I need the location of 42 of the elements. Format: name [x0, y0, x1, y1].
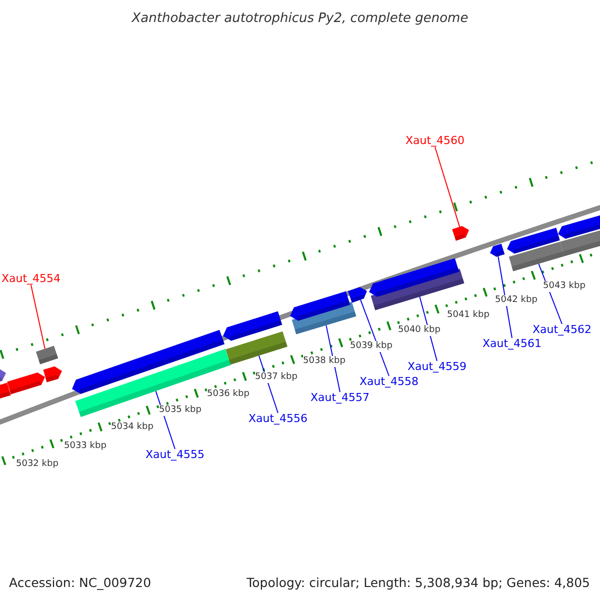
- position-label: 5041 kbp: [447, 310, 490, 321]
- gene-marker: [0, 368, 6, 384]
- position-label: 5032 kbp: [16, 459, 58, 470]
- gene-label: Xaut_4554: [1, 272, 61, 285]
- position-label: 5042 kbp: [495, 295, 538, 306]
- gene-marker: [348, 287, 367, 303]
- accession-text: Accession: NC_009720: [9, 574, 152, 592]
- gene-marker: [490, 244, 505, 257]
- gene-block: [36, 346, 58, 364]
- position-label: 5036 kbp: [207, 389, 250, 400]
- gene-marker: [558, 214, 600, 239]
- gene-marker: [0, 382, 11, 399]
- gene-label: Xaut_4555: [145, 448, 205, 461]
- gene-label: Xaut_4562: [532, 323, 592, 336]
- gene-label: Xaut_4557: [310, 391, 370, 404]
- genome-stats-text: Topology: circular; Length: 5,308,934 bp; Genes: 4,805: [246, 574, 590, 592]
- position-label: 5039 kbp: [350, 341, 392, 352]
- gene-marker: [507, 228, 560, 254]
- leader-line: [30, 284, 46, 350]
- position-label: 5034 kbp: [111, 422, 154, 433]
- gene-bar: [226, 331, 288, 365]
- gene-label: Xaut_4556: [248, 412, 308, 425]
- position-label: 5040 kbp: [398, 325, 440, 336]
- gene-label: Xaut_4559: [407, 360, 467, 373]
- gene-bar: [508, 242, 564, 272]
- gene-marker: [43, 366, 62, 382]
- position-label: 5037 kbp: [255, 372, 298, 383]
- gene-label: Xaut_4561: [482, 337, 542, 350]
- position-label: 5033 kbp: [64, 441, 106, 452]
- gene-marker: [369, 258, 460, 297]
- gene-bar: [75, 349, 231, 417]
- position-label: 5035 kbp: [159, 405, 202, 416]
- position-label: 5038 kbp: [303, 356, 346, 367]
- gene-bar: [560, 230, 600, 256]
- position-label: 5043 kbp: [543, 281, 586, 292]
- gene-marker: [290, 291, 350, 321]
- gene-marker: [452, 226, 469, 241]
- gene-marker: [223, 311, 282, 341]
- leader-line: [434, 146, 460, 228]
- gene-label: Xaut_4558: [359, 375, 419, 388]
- title: Xanthobacter autotrophicus Py2, complete genome: [132, 10, 468, 28]
- gene-label: Xaut_4560: [405, 134, 465, 147]
